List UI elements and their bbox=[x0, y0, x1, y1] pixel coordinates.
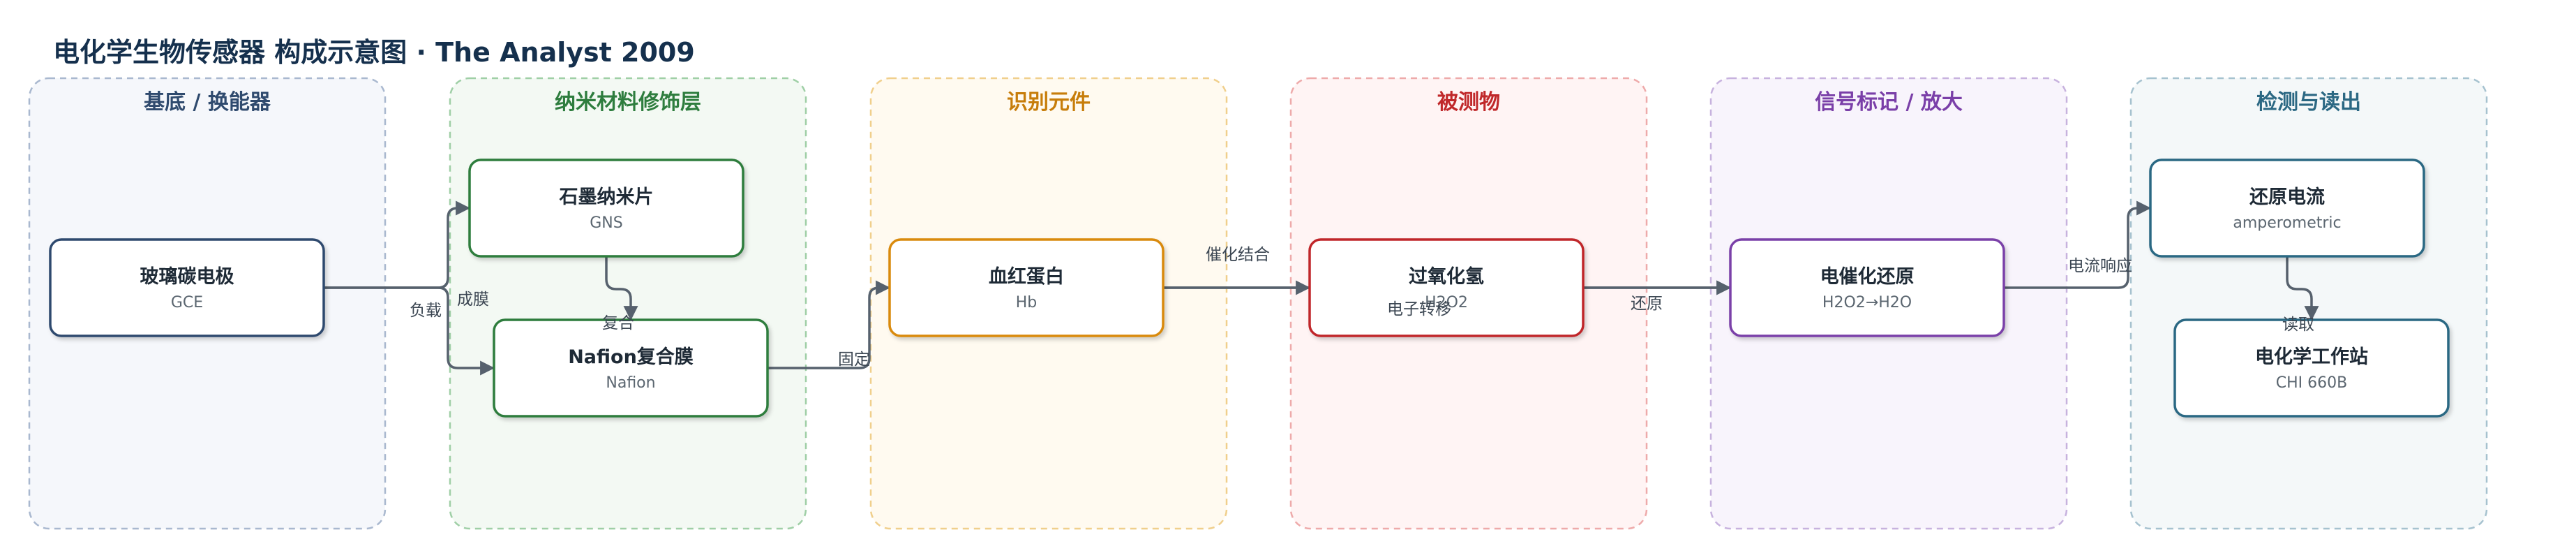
edge-nafion-hb bbox=[767, 280, 891, 369]
edge-label-ecr-current: 电流响应 bbox=[2068, 257, 2132, 275]
node-chi[interactable]: 电化学工作站 CHI 660B bbox=[2173, 318, 2450, 418]
node-subtitle: H2O2→H2O bbox=[1822, 294, 1912, 311]
edge-current-chi bbox=[2286, 256, 2319, 321]
edge-label-h2o2-ecr: 还原 bbox=[1631, 295, 1663, 313]
edge-label-hb-h2o2: 催化结合 bbox=[1206, 246, 1270, 264]
lane-box bbox=[2129, 77, 2488, 530]
lane-readout: 检测与读出 bbox=[2129, 77, 2488, 530]
node-title: Nafion复合膜 bbox=[568, 346, 694, 368]
edge-label-gce-nafion: 负载 bbox=[410, 302, 442, 320]
node-title: 电催化还原 bbox=[1820, 266, 1915, 288]
node-box bbox=[49, 238, 325, 337]
node-gns[interactable]: 石墨纳米片 GNS bbox=[468, 159, 744, 258]
node-box bbox=[1308, 238, 1585, 337]
nodes-layer: 玻璃碳电极 GCE 石墨纳米片 GNS Nafion复合膜 Nafion 血红蛋白 Hb 过氧化… bbox=[49, 159, 2450, 418]
edge-label-hb-ecr: 电子转移 bbox=[1387, 300, 1451, 318]
node-subtitle: CHI 660B bbox=[2276, 374, 2347, 392]
node-title: 血红蛋白 bbox=[989, 265, 1064, 288]
lane-title: 检测与读出 bbox=[2256, 90, 2361, 115]
lane-title: 识别元件 bbox=[1007, 90, 1091, 115]
node-box bbox=[493, 318, 769, 418]
lane-nano: 纳米材料修饰层 bbox=[449, 77, 807, 530]
node-box bbox=[2173, 318, 2450, 418]
node-subtitle: GCE bbox=[171, 294, 203, 311]
node-subtitle: H2O2 bbox=[1425, 294, 1468, 311]
node-box bbox=[468, 159, 744, 258]
edge-label-nafion-hb: 固定 bbox=[838, 351, 870, 369]
node-gce[interactable]: 玻璃碳电极 GCE bbox=[49, 238, 325, 337]
edge-label-gce-gns: 成膜 bbox=[457, 291, 489, 309]
node-ecr[interactable]: 电催化还原 H2O2→H2O bbox=[1729, 238, 2005, 337]
node-box bbox=[888, 238, 1165, 337]
edge-ecr-current bbox=[2004, 200, 2152, 289]
node-subtitle: GNS bbox=[590, 214, 622, 232]
lanes-layer: 基底 / 换能器 纳米材料修饰层 识别元件 被测物 信号标记 / 放大 检测与读出 bbox=[28, 77, 2488, 530]
node-box bbox=[2149, 159, 2425, 258]
node-h2o2[interactable]: 过氧化氢 H2O2 bbox=[1308, 238, 1585, 337]
edges-layer bbox=[324, 200, 2319, 376]
node-title: 石墨纳米片 bbox=[559, 186, 654, 208]
node-box bbox=[1729, 238, 2005, 337]
edge-label-current-chi: 读取 bbox=[2282, 316, 2314, 334]
node-subtitle: Hb bbox=[1016, 294, 1038, 311]
node-title: 玻璃碳电极 bbox=[140, 266, 234, 288]
lane-box bbox=[449, 77, 807, 530]
node-current[interactable]: 还原电流 amperometric bbox=[2149, 159, 2425, 258]
edge-label-gns-nafion: 复合 bbox=[602, 314, 634, 332]
lane-title: 被测物 bbox=[1437, 90, 1500, 115]
lane-title: 基底 / 换能器 bbox=[144, 90, 271, 115]
node-nafion[interactable]: Nafion复合膜 Nafion bbox=[493, 318, 769, 418]
lane-title: 纳米材料修饰层 bbox=[555, 90, 701, 115]
edge-gns-nafion bbox=[605, 256, 638, 321]
edge-gce-nafion bbox=[324, 286, 495, 376]
node-title: 过氧化氢 bbox=[1409, 266, 1484, 288]
node-title: 电化学工作站 bbox=[2255, 346, 2368, 368]
node-subtitle: amperometric bbox=[2233, 214, 2341, 232]
lane-title: 信号标记 / 放大 bbox=[1815, 90, 1963, 115]
node-hb[interactable]: 血红蛋白 Hb bbox=[888, 238, 1165, 337]
node-title: 还原电流 bbox=[2249, 186, 2325, 208]
node-subtitle: Nafion bbox=[606, 374, 655, 392]
diagram-title: 电化学生物传感器 构成示意图 · The Analyst 2009 bbox=[53, 37, 695, 68]
